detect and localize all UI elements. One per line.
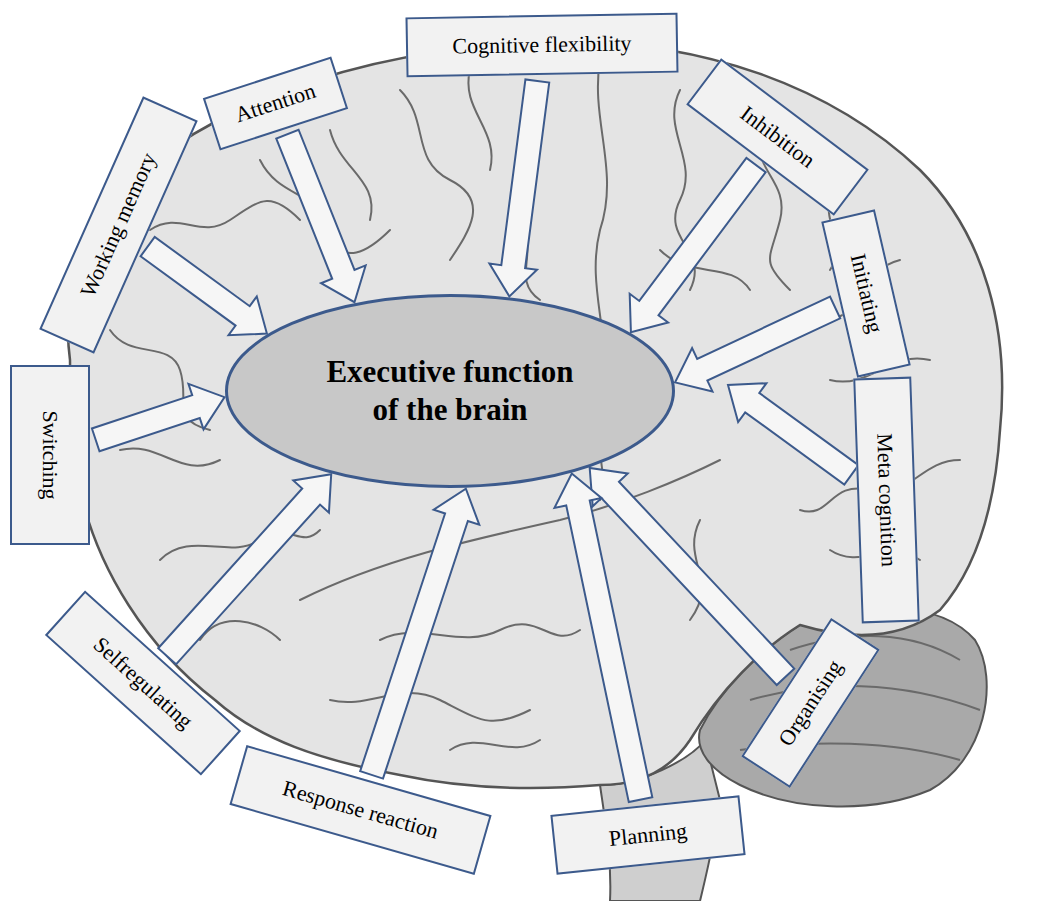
block-arrow [92,384,225,451]
central-title: Executive function of the brain [315,353,585,429]
cerebrum-line [160,530,320,560]
block-arrow [554,474,652,802]
cerebrum-line [400,90,473,260]
block-arrow [141,237,267,335]
cerebrum [68,42,1002,788]
block-arrow [158,474,331,664]
cerebrum-line [468,70,491,170]
central-ellipse: Executive function of the brain [225,294,675,488]
function-box: Meta cognition [853,377,920,624]
cerebrum-line [120,448,220,465]
box-label: Cognitive flexibility [452,30,631,60]
box-label: Meta cognition [870,433,901,568]
block-arrow [675,297,840,392]
box-label: Initiating [844,251,888,336]
cerebrum-line [68,42,1002,788]
cerebrum-line [330,130,372,220]
ellipse-shape [227,296,674,487]
box-label: Switching [37,410,63,499]
function-box: Switching [10,365,90,545]
box-label: Planning [608,818,689,852]
box-label: Attention [231,78,318,129]
cerebrum-line [330,693,530,721]
cerebrum-line [450,740,540,750]
function-box: Cognitive flexibility [405,13,678,78]
cerebrum-line [150,201,300,230]
box-label: Response reaction [279,775,441,845]
block-arrow [489,79,549,296]
ellipse-outline [225,294,675,488]
block-arrow [360,489,479,779]
function-box: Planning [550,795,745,875]
block-arrow [276,130,365,302]
block-arrow [630,158,766,332]
block-arrow [728,383,858,484]
